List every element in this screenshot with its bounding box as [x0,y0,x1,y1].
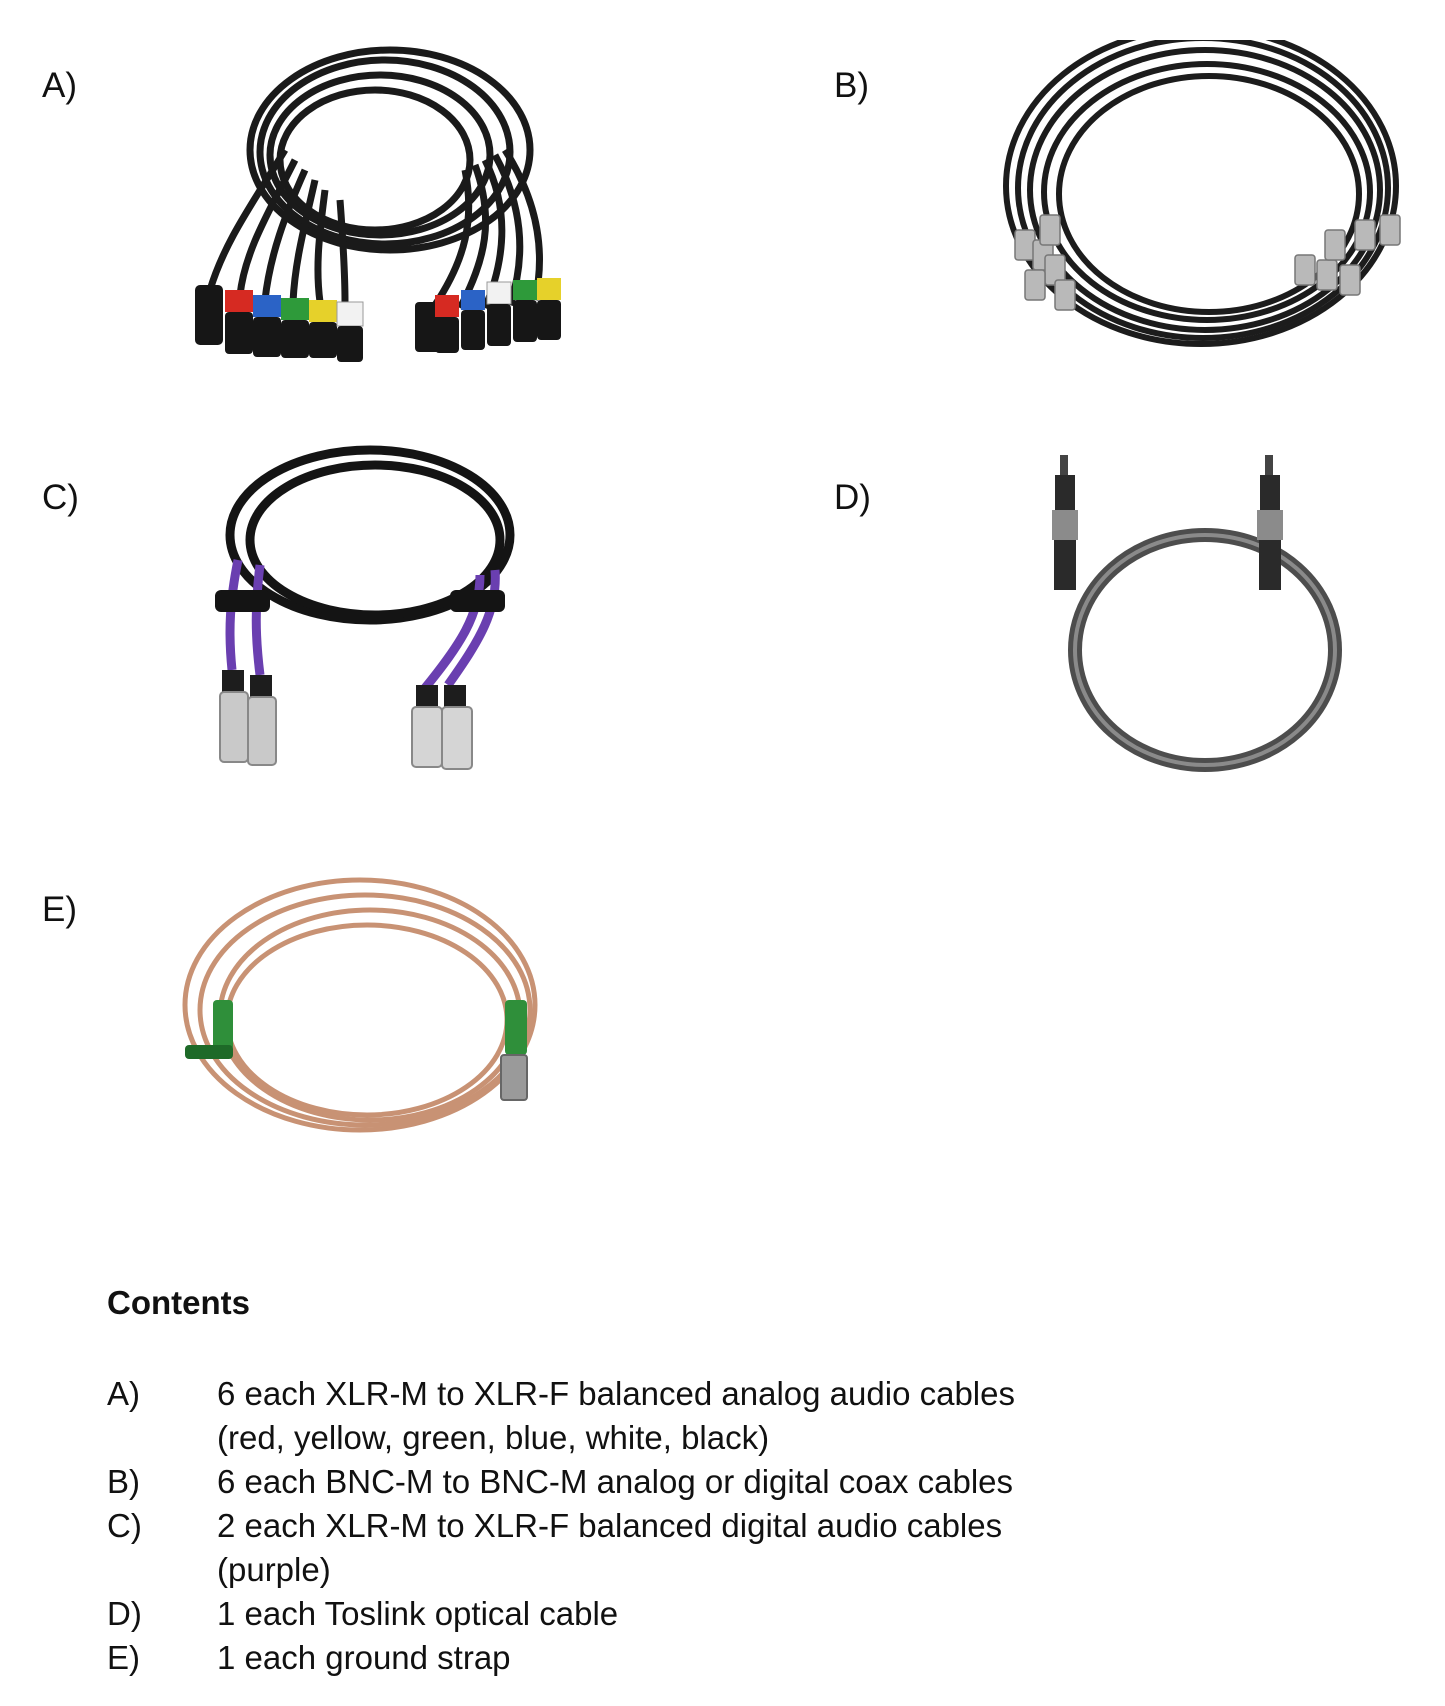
list-item-text: (red, yellow, green, blue, white, black) [217,1419,770,1456]
list-item-text: 6 each XLR-M to XLR-F balanced analog au… [217,1375,1015,1412]
contents-list: A) 6 each XLR-M to XLR-F balanced analog… [107,1372,1207,1680]
list-item-letter: E) [107,1639,140,1676]
list-item-letter: A) [107,1375,140,1412]
list-item-letter: C) [107,1507,142,1544]
list-item-text: 1 each ground strap [217,1639,511,1676]
list-item: B) 6 each BNC-M to BNC-M analog or digit… [107,1460,1207,1504]
ground-strap-photo [175,860,555,1170]
contents-title: Contents [107,1284,250,1321]
list-item-letter: B) [107,1463,140,1500]
list-item: C) 2 each XLR-M to XLR-F balanced digita… [107,1504,1207,1592]
toslink-optical-cable-photo [1040,445,1360,785]
list-item-letter: D) [107,1595,142,1632]
ground-strap-icon [182,877,538,1133]
photo-label-b: B) [834,66,869,105]
list-item: E) 1 each ground strap [107,1636,1207,1680]
list-item-text: (purple) [217,1551,331,1588]
list-item: D) 1 each Toslink optical cable [107,1592,1207,1636]
xlr-cable-bundle-icon [195,46,561,362]
photo-label-e: E) [42,890,77,929]
xlr-cable-bundle-photo [165,40,585,370]
photo-label-d: D) [834,478,871,517]
toslink-optical-cable-icon [1052,455,1342,772]
list-item: A) 6 each XLR-M to XLR-F balanced analog… [107,1372,1207,1460]
bnc-coax-cable-bundle-icon [1003,40,1401,347]
bnc-coax-cable-bundle-photo [995,40,1415,360]
xlr-digital-cable-icon [215,445,515,770]
list-item-text: 6 each BNC-M to BNC-M analog or digital … [217,1463,1014,1500]
photo-label-c: C) [42,478,79,517]
xlr-digital-cable-photo [180,440,560,780]
list-item-text: 2 each XLR-M to XLR-F balanced digital a… [217,1507,1003,1544]
photo-label-a: A) [42,66,77,105]
list-item-text: 1 each Toslink optical cable [217,1595,619,1632]
